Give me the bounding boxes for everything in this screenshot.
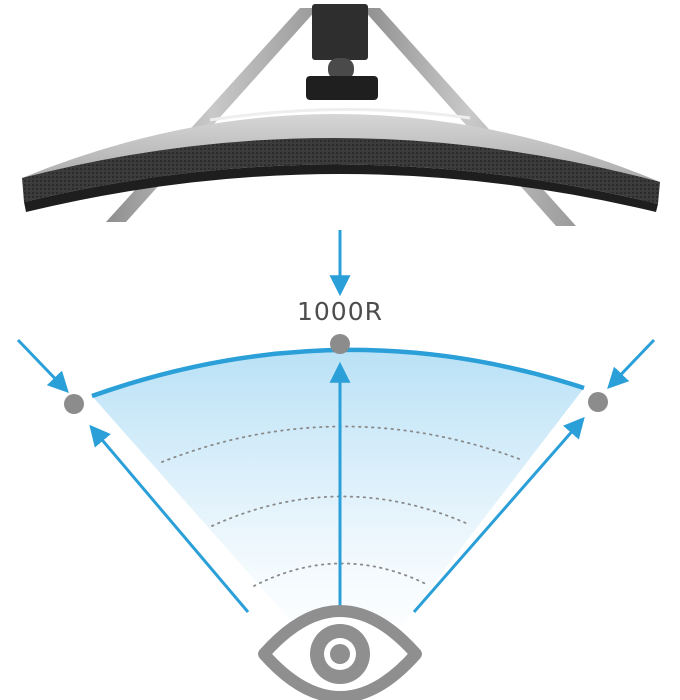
distance-arc-3 (253, 562, 427, 587)
curved-monitor-top-view-icon (22, 4, 660, 226)
stand-column (312, 4, 368, 60)
curvature-label: 1000R (297, 297, 383, 326)
stand-arm (306, 76, 378, 100)
stand-hinge (328, 58, 354, 80)
incoming-arrows (16, 230, 656, 394)
eye-pupil-core (330, 644, 350, 664)
point-center (330, 334, 350, 354)
monitor-shell-highlight (209, 107, 471, 122)
left-edge-arrow (16, 338, 69, 394)
stand-leg-left (106, 8, 318, 222)
eye-icon (258, 605, 422, 700)
focus-points (64, 334, 608, 414)
monitor-back-shell (22, 113, 660, 204)
sight-lines (89, 361, 585, 613)
right-edge-arrow (607, 338, 656, 390)
monitor-grille (22, 137, 660, 204)
viewing-area-fill (92, 349, 584, 690)
sight-line-right (412, 416, 585, 613)
sight-line-left (89, 424, 250, 613)
point-left (64, 394, 84, 414)
monitor-front-bezel (24, 164, 658, 212)
point-right (588, 392, 608, 412)
